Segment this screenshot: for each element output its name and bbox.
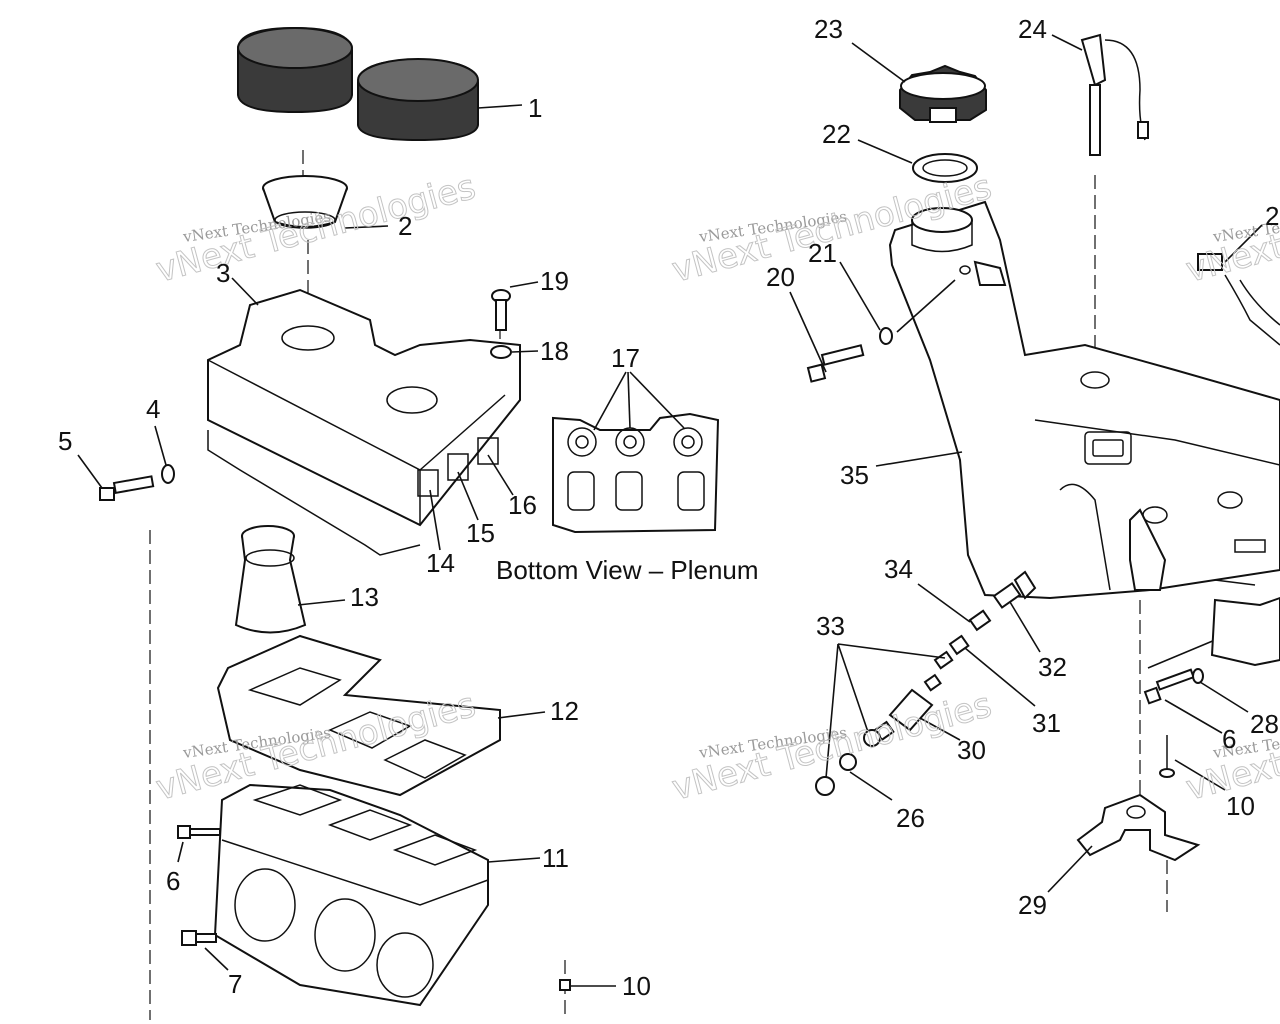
gasket [216, 634, 501, 797]
callout-16: 16 [508, 490, 537, 520]
callout-35: 35 [840, 460, 869, 490]
callout-20: 20 [766, 262, 795, 292]
mounting-bracket [1076, 793, 1201, 862]
callout-32: 32 [1038, 652, 1067, 682]
callout-19: 19 [540, 266, 569, 296]
fuel-line-fitting [933, 581, 1022, 670]
intake-manifold [213, 783, 489, 1007]
intake-boot [234, 525, 307, 634]
fitting [177, 825, 221, 839]
callout-21: 21 [808, 238, 837, 268]
fitting [181, 930, 217, 946]
callout-6-right: 6 [1222, 724, 1236, 754]
callout-14: 14 [426, 548, 455, 578]
washer [1192, 668, 1204, 684]
callout-12: 12 [550, 696, 579, 726]
plenum-bottom-view [552, 412, 720, 534]
pin [1159, 735, 1175, 778]
vent-fitting [1197, 253, 1280, 346]
washer [879, 327, 893, 345]
fuel-tank [888, 200, 1280, 600]
callout-33: 33 [816, 611, 845, 641]
callout-18: 18 [540, 336, 569, 366]
callout-2: 2 [398, 211, 412, 241]
callout-30: 30 [957, 735, 986, 765]
fuel-pump [1210, 579, 1280, 667]
callout-15: 15 [466, 518, 495, 548]
callout-29: 29 [1018, 890, 1047, 920]
bolt [99, 475, 155, 501]
callout-13: 13 [350, 582, 379, 612]
washer [161, 464, 175, 484]
callout-7: 7 [228, 969, 242, 999]
callout-26: 26 [896, 803, 925, 833]
fuel-cap [899, 64, 987, 123]
callout-11: 11 [542, 843, 569, 873]
callout-24: 24 [1018, 14, 1047, 44]
callout-5: 5 [58, 426, 72, 456]
screw [491, 289, 511, 331]
hose-clamp [815, 729, 881, 796]
callout-17: 17 [611, 343, 640, 373]
callout-4: 4 [146, 394, 160, 424]
plenum-box [207, 288, 521, 556]
callout-34: 34 [884, 554, 913, 584]
fuel-cap-gasket [912, 153, 978, 183]
fuel-level-sender [1080, 33, 1149, 156]
callout-31: 31 [1032, 708, 1061, 738]
callout-2-right: 2 [1265, 201, 1279, 231]
callout-6: 6 [166, 866, 180, 896]
bolt [806, 344, 865, 383]
callout-10: 10 [622, 971, 651, 1001]
washer [490, 345, 512, 359]
clip [559, 979, 571, 991]
air-filter-foam [237, 26, 479, 142]
air-intake-adapter [262, 175, 348, 229]
bolt [1143, 668, 1195, 705]
callout-3: 3 [216, 258, 230, 288]
bottom-view-caption: Bottom View – Plenum [496, 555, 759, 585]
callout-28: 28 [1250, 709, 1279, 739]
callout-22: 22 [822, 119, 851, 149]
callout-1: 1 [528, 93, 542, 123]
callout-10-right: 10 [1226, 791, 1255, 821]
callout-23: 23 [814, 14, 843, 44]
